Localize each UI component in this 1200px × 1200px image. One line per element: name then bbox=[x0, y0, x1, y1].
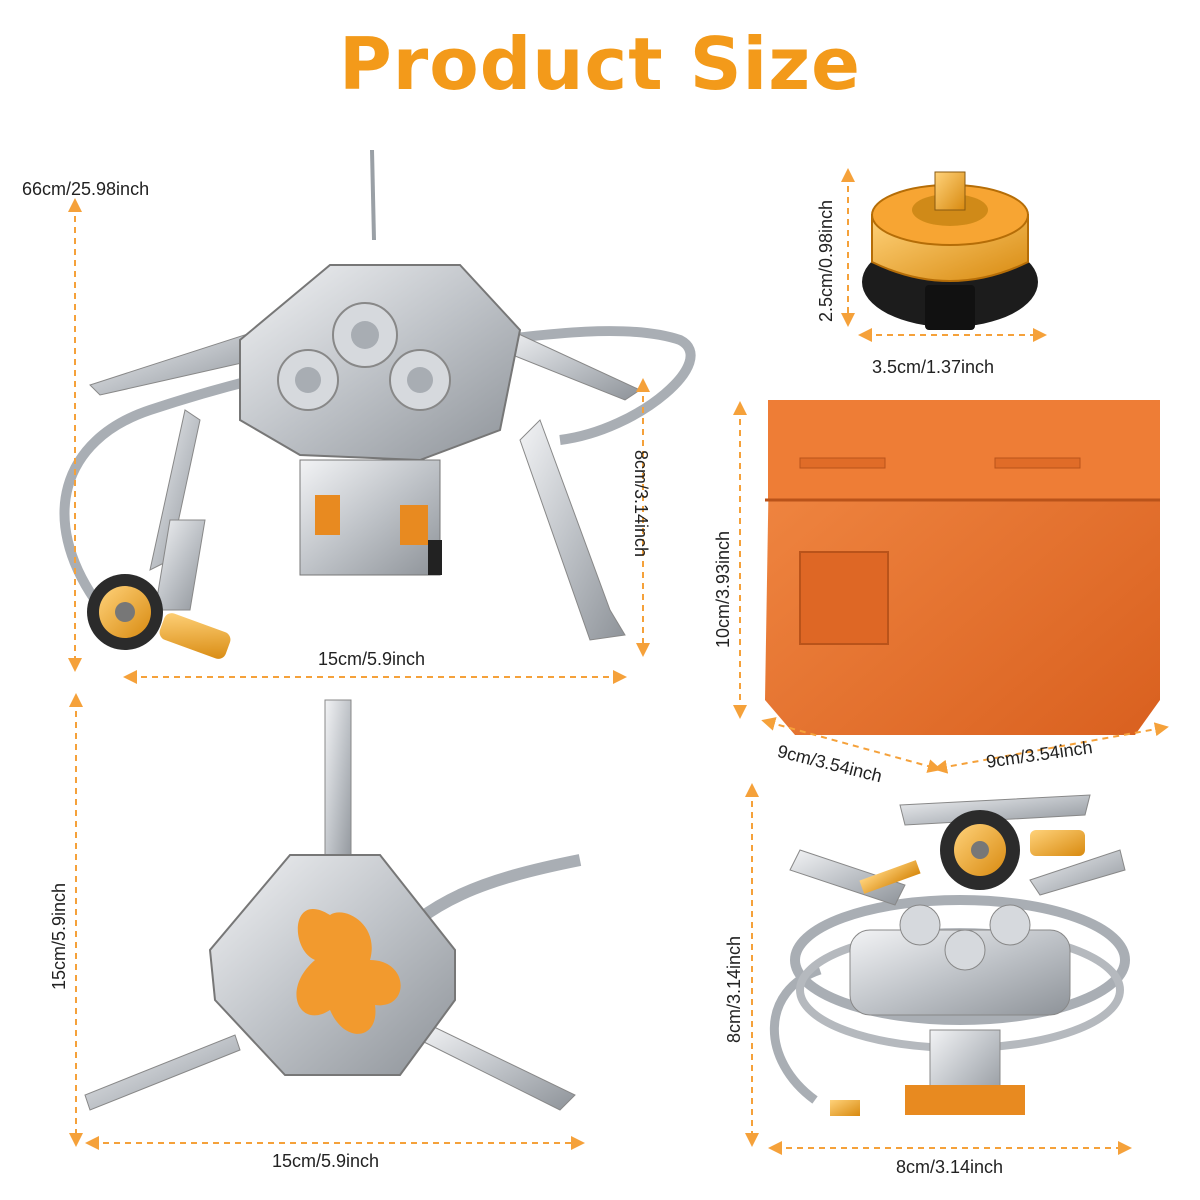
stove-folded-image bbox=[769, 794, 1130, 1116]
adapter-height-label: 2.5cm/0.98inch bbox=[816, 199, 836, 322]
case-depth-arrow bbox=[761, 717, 942, 773]
stove-side-label: 8cm/3.14inch bbox=[631, 450, 651, 558]
stove-width-label: 15cm/5.9inch bbox=[318, 649, 426, 669]
case-width-arrow bbox=[933, 722, 1169, 774]
folded-width-label: 8cm/3.14inch bbox=[896, 1157, 1004, 1177]
storage-case-image bbox=[765, 400, 1160, 735]
case-height-label: 10cm/3.93inch bbox=[713, 530, 733, 648]
bottom-width-label: 15cm/5.9inch bbox=[272, 1151, 380, 1171]
adapter-width-label: 3.5cm/1.37inch bbox=[872, 357, 995, 377]
dimension-arrows bbox=[68, 168, 1169, 1155]
page-title: Product Size bbox=[339, 22, 861, 106]
folded-height-label: 8cm/3.14inch bbox=[724, 935, 744, 1043]
stove-height-label: 66cm/25.98inch bbox=[22, 179, 150, 199]
bottom-height-label: 15cm/5.9inch bbox=[49, 882, 69, 990]
adapter-image bbox=[862, 171, 1038, 330]
stove-front-image bbox=[59, 149, 696, 659]
stove-bottom-image bbox=[84, 699, 582, 1111]
